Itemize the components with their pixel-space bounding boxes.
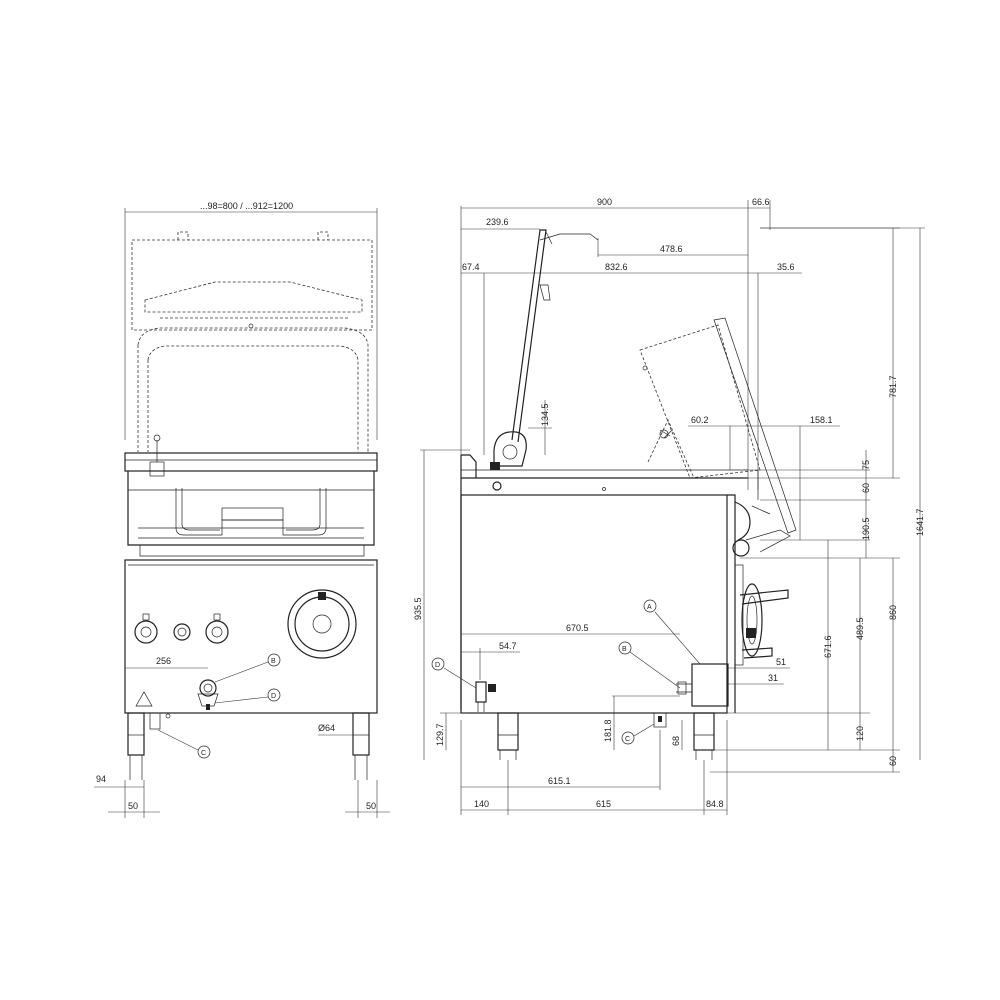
side-callout-a: A	[643, 599, 657, 613]
dim-140: 140	[474, 799, 489, 809]
dim-60-upper: 60	[861, 483, 871, 493]
svg-text:D: D	[271, 693, 276, 700]
dim-68: 68	[671, 736, 681, 746]
dim-diameter-64: Ø64	[318, 723, 335, 733]
side-pan-tilted	[639, 317, 797, 534]
front-pan	[127, 471, 375, 557]
dim-239-6: 239.6	[486, 217, 509, 227]
dim-50-right: 50	[366, 801, 376, 811]
svg-text:B: B	[622, 646, 627, 653]
dim-35-6: 35.6	[777, 262, 795, 272]
svg-text:B: B	[271, 658, 276, 665]
dim-671-6: 671.6	[823, 635, 833, 658]
dim-50-left: 50	[128, 801, 138, 811]
dim-60-2: 60.2	[691, 415, 709, 425]
front-callout-c: C	[157, 729, 211, 759]
dim-134-5: 134.5	[540, 403, 550, 426]
front-water-valve	[197, 679, 219, 710]
side-handwheel-icon	[734, 564, 789, 666]
dim-900: 900	[597, 197, 612, 207]
svg-text:C: C	[625, 736, 630, 743]
dim-129-7: 129.7	[435, 723, 445, 746]
dim-670-5: 670.5	[566, 623, 589, 633]
dim-615: 615	[596, 799, 611, 809]
side-callout-d: D	[431, 657, 445, 671]
side-callout-b: B	[618, 641, 632, 655]
svg-text:D: D	[435, 662, 440, 669]
dim-158-1: 158.1	[810, 415, 833, 425]
dim-860: 860	[888, 605, 898, 620]
dim-615-1: 615.1	[548, 776, 571, 786]
dim-67-4: 67.4	[462, 262, 480, 272]
control-knob-right	[205, 613, 229, 644]
front-legs	[127, 712, 370, 780]
svg-text:A: A	[647, 604, 652, 611]
front-lid-open	[131, 231, 373, 452]
side-lid-open-handle	[490, 229, 599, 491]
tilting-handwheel-icon	[287, 589, 357, 659]
side-drain-valve	[443, 667, 496, 712]
side-callout-c: C	[621, 723, 655, 745]
dim-54-7: 54.7	[499, 641, 517, 651]
side-legs	[497, 712, 715, 760]
dim-31: 31	[768, 673, 778, 683]
dim-120: 120	[855, 726, 865, 741]
dim-935-5: 935.5	[413, 597, 423, 620]
dim-51: 51	[776, 657, 786, 667]
dim-190-5: 190.5	[861, 517, 871, 540]
dim-181-8: 181.8	[603, 719, 613, 742]
dim-66-6: 66.6	[752, 197, 770, 207]
indicator-light	[173, 623, 191, 641]
dim-84-8: 84.8	[706, 799, 724, 809]
dim-75: 75	[861, 460, 871, 470]
front-callout-b: B	[267, 653, 281, 667]
dim-94: 94	[96, 774, 106, 784]
dim-60-lower: 60	[888, 756, 898, 766]
dim-256: 256	[156, 656, 171, 666]
control-knob-left	[134, 613, 158, 644]
front-view: ...98=800 / ...912=1200	[94, 201, 390, 818]
dim-1641-7: 1641.7	[915, 508, 925, 536]
side-view: 900 66.6 239.6 478.6 67.4 832.6 35.6 134…	[413, 197, 925, 815]
dim-781-7: 781.7	[888, 375, 898, 398]
front-callout-d: D	[267, 688, 281, 702]
svg-text:C: C	[201, 750, 206, 757]
side-electrical-box: 51 31	[629, 611, 790, 707]
dim-478-6: 478.6	[660, 244, 683, 254]
dim-832-6: 832.6	[605, 262, 628, 272]
dim-489-5: 489.5	[855, 617, 865, 640]
side-cabinet	[460, 494, 791, 714]
front-cabinet: 256	[124, 559, 378, 714]
front-width-label: ...98=800 / ...912=1200	[200, 201, 293, 211]
